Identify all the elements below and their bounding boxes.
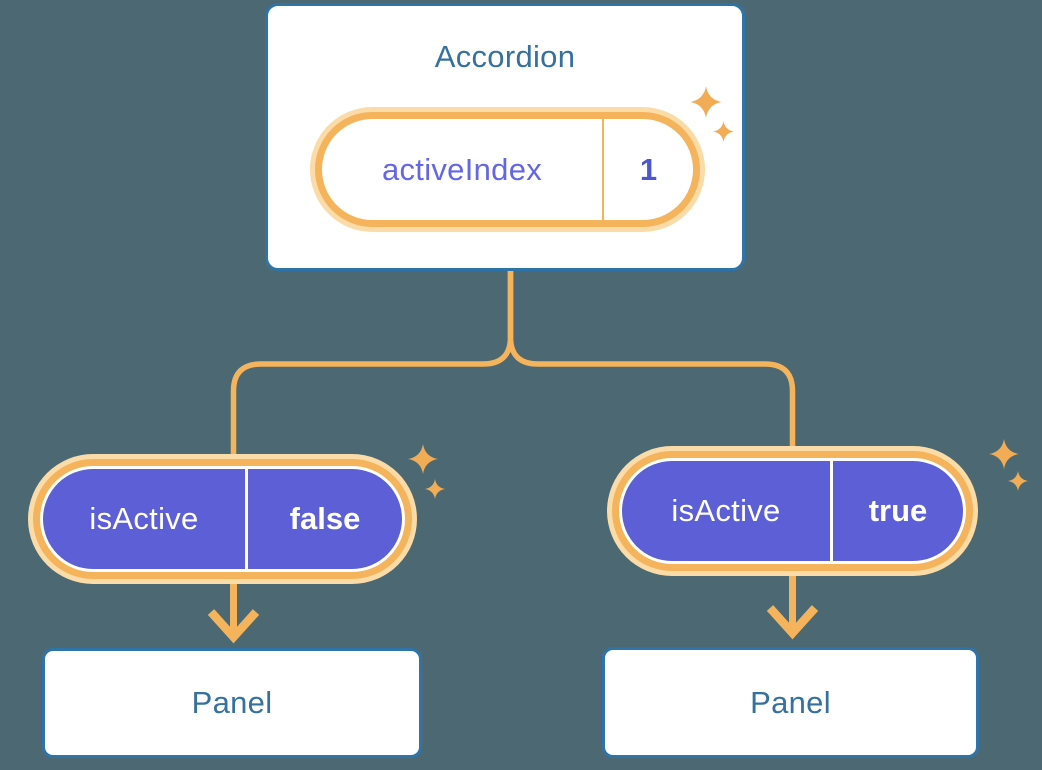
arrow-right-head	[766, 605, 819, 640]
panel-label: Panel	[191, 685, 273, 720]
pill-divider	[830, 461, 833, 561]
sparkle-icon-large	[690, 86, 722, 118]
branch-right-line	[507, 270, 796, 446]
sparkle-icon-large	[989, 439, 1019, 469]
sparkle-icon-small	[713, 121, 734, 142]
prop-value: true	[868, 493, 928, 528]
branch-left-line	[230, 270, 514, 454]
state-name: activeIndex	[381, 151, 543, 187]
pill-divider	[245, 469, 248, 569]
prop-value: false	[289, 501, 361, 536]
state-value: 1	[639, 151, 658, 187]
prop-name: isActive	[671, 493, 781, 528]
state-pill: activeIndex 1	[310, 107, 705, 232]
sparkle-icon-small	[425, 479, 445, 499]
panel-card-right: Panel	[602, 647, 979, 758]
prop-name: isActive	[89, 501, 199, 536]
sparkle-icon-small	[1008, 471, 1028, 491]
accordion-title: Accordion	[434, 39, 576, 74]
panel-card-left: Panel	[42, 648, 422, 758]
arrow-left-head	[207, 609, 260, 644]
pill-divider	[602, 119, 604, 220]
prop-pill-false: isActive false	[28, 454, 417, 584]
accordion-card: Accordion activeIndex 1	[265, 3, 745, 271]
sparkle-icon-large	[408, 444, 438, 474]
panel-label: Panel	[750, 684, 831, 720]
prop-pill-true: isActive true	[607, 446, 978, 576]
